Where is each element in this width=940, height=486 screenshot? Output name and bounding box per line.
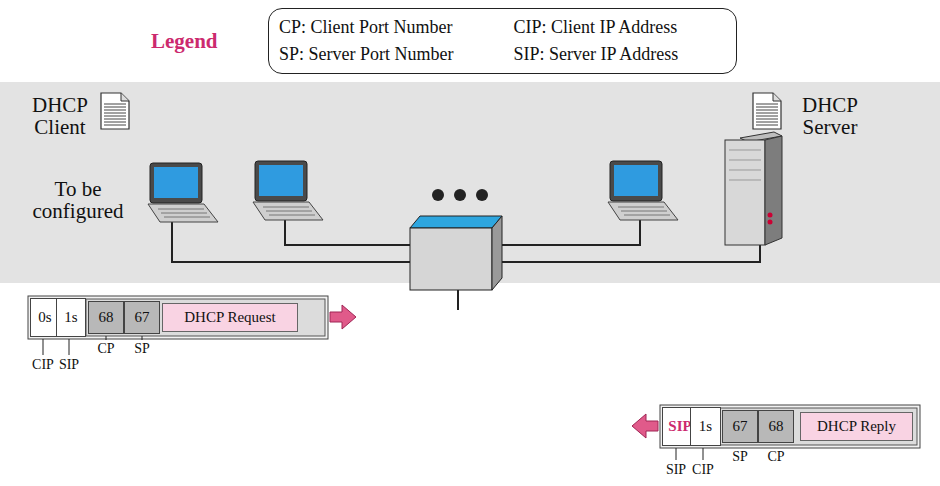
field-label: SIP: [52, 357, 86, 373]
request-packet-frame: [28, 296, 328, 339]
field-text: SIP: [668, 418, 691, 435]
device-label: DHCP Client: [18, 94, 102, 138]
server-document-icon: [753, 93, 781, 129]
port-field: 67: [124, 301, 160, 334]
switch-icon: [410, 216, 502, 290]
server-icon: [725, 132, 782, 245]
laptop-icon: [608, 161, 678, 220]
address-field: 1s: [56, 298, 86, 337]
field-label: SP: [125, 341, 159, 357]
legend-entry: CIP: Client IP Address: [514, 17, 679, 38]
client-document-icon: [101, 93, 129, 129]
direction-arrow: [330, 305, 356, 329]
legend-entry: SP: Server Port Number: [279, 44, 454, 65]
device-label: To be configured: [22, 178, 134, 222]
message-field: DHCP Request: [162, 303, 298, 332]
device-label: DHCP Server: [788, 94, 872, 138]
field-text: 1s: [64, 309, 77, 326]
field-label: CIP: [26, 357, 60, 373]
laptop-icon: [148, 163, 218, 222]
field-label: CIP: [686, 462, 720, 478]
port-field: 68: [88, 301, 124, 334]
laptop-icon: [253, 161, 323, 220]
address-field: 1s: [690, 407, 721, 446]
field-text: 1s: [699, 418, 712, 435]
field-text: 67: [135, 309, 150, 326]
leader-lines: [43, 336, 703, 460]
reply-packet-frame: [660, 405, 920, 448]
ellipsis-dots: [432, 189, 488, 201]
field-label: SP: [723, 449, 757, 465]
field-text: 68: [769, 418, 784, 435]
field-label: CP: [89, 341, 123, 357]
field-text: DHCP Request: [184, 309, 276, 326]
field-label: SIP: [659, 462, 693, 478]
port-field: 68: [758, 410, 794, 443]
field-text: DHCP Reply: [817, 418, 896, 435]
field-text: 68: [99, 309, 114, 326]
legend-entry: CP: Client Port Number: [279, 17, 454, 38]
message-field: DHCP Reply: [800, 412, 913, 441]
legend-entry: SIP: Server IP Address: [514, 44, 679, 65]
direction-arrow: [632, 414, 658, 438]
port-field: 67: [722, 410, 758, 443]
field-text: 67: [733, 418, 748, 435]
field-label: CP: [759, 449, 793, 465]
legend-heading: Legend: [151, 29, 218, 54]
legend-box: LegendCP: Client Port NumberCIP: Client …: [268, 8, 737, 74]
field-text: 0s: [38, 309, 51, 326]
